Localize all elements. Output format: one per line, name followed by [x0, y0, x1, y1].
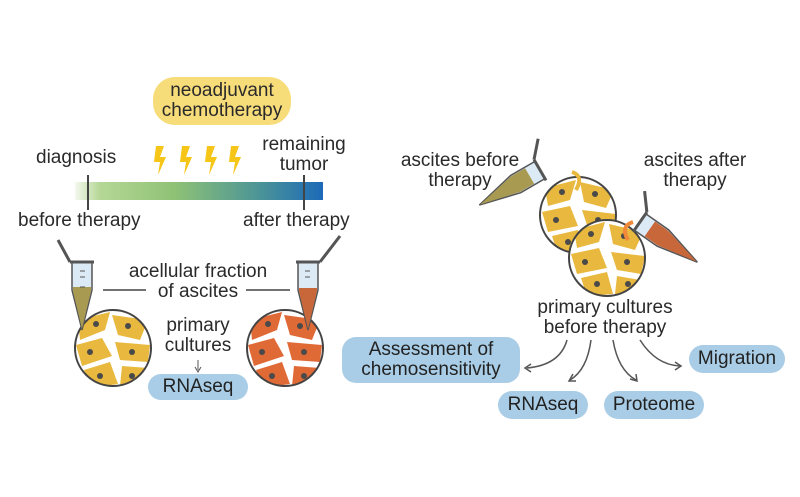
output-arrows: [523, 339, 683, 383]
acellular-line1: acellular fraction: [128, 261, 268, 282]
diagnosis-label: diagnosis: [36, 147, 117, 168]
therapy-line2: chemotherapy: [161, 100, 283, 121]
chemo-line2: chemosensitivity: [361, 359, 501, 380]
lightning-icon: [180, 146, 192, 175]
rnaseq-pill-left: RNAseq: [148, 374, 248, 400]
lightning-icons: [154, 146, 241, 175]
proteome-pill: Proteome: [604, 391, 704, 419]
after-therapy-label: after therapy: [243, 210, 350, 231]
ascites-before-line1: ascites before: [400, 150, 520, 171]
tube-ascites-after-icon: [631, 190, 698, 263]
remaining-line1: remaining: [262, 134, 346, 155]
primary-right-line1: primary cultures: [537, 297, 673, 318]
lightning-icon: [205, 146, 217, 175]
remaining-tumor-label: remaining tumor: [256, 135, 352, 175]
lightning-icon: [154, 146, 166, 175]
primary-cultures-right-label: primary cultures before therapy: [520, 298, 690, 338]
primary-cultures-label: primary cultures: [158, 316, 238, 356]
culture-dish-after: [246, 309, 324, 387]
pour-drop-icon: [571, 170, 582, 191]
pour-drop-icon: [622, 220, 634, 241]
therapy-badge: neoadjuvant chemotherapy: [153, 77, 291, 125]
therapy-line1: neoadjuvant: [170, 80, 274, 101]
culture-dish-before: [74, 309, 152, 387]
ascites-before-label: ascites before therapy: [390, 151, 530, 191]
chemo-line1: Assessment of: [368, 339, 494, 360]
lightning-icon: [229, 146, 241, 175]
primary-line1: primary: [166, 315, 230, 336]
chemosensitivity-pill: Assessment of chemosensitivity: [342, 337, 520, 383]
tube-ascites-before-icon: [478, 138, 548, 206]
tube-before-icon: [56, 239, 94, 331]
remaining-line2: tumor: [279, 154, 329, 175]
ascites-after-line1: ascites after: [643, 150, 747, 171]
tube-after-icon: [296, 235, 342, 331]
primary-right-line2: before therapy: [543, 317, 667, 338]
ascites-after-line2: therapy: [663, 170, 727, 191]
acellular-line2: of ascites: [157, 281, 239, 302]
ascites-after-label: ascites after therapy: [640, 151, 750, 191]
arrow-icon: [194, 360, 202, 373]
before-therapy-label: before therapy: [18, 210, 141, 231]
timeline-bar: [75, 175, 323, 210]
primary-line2: cultures: [164, 335, 232, 356]
migration-pill: Migration: [689, 345, 785, 373]
rnaseq-pill-right: RNAseq: [498, 391, 588, 419]
ascites-before-line2: therapy: [428, 170, 492, 191]
acellular-label: acellular fraction of ascites: [113, 262, 283, 302]
